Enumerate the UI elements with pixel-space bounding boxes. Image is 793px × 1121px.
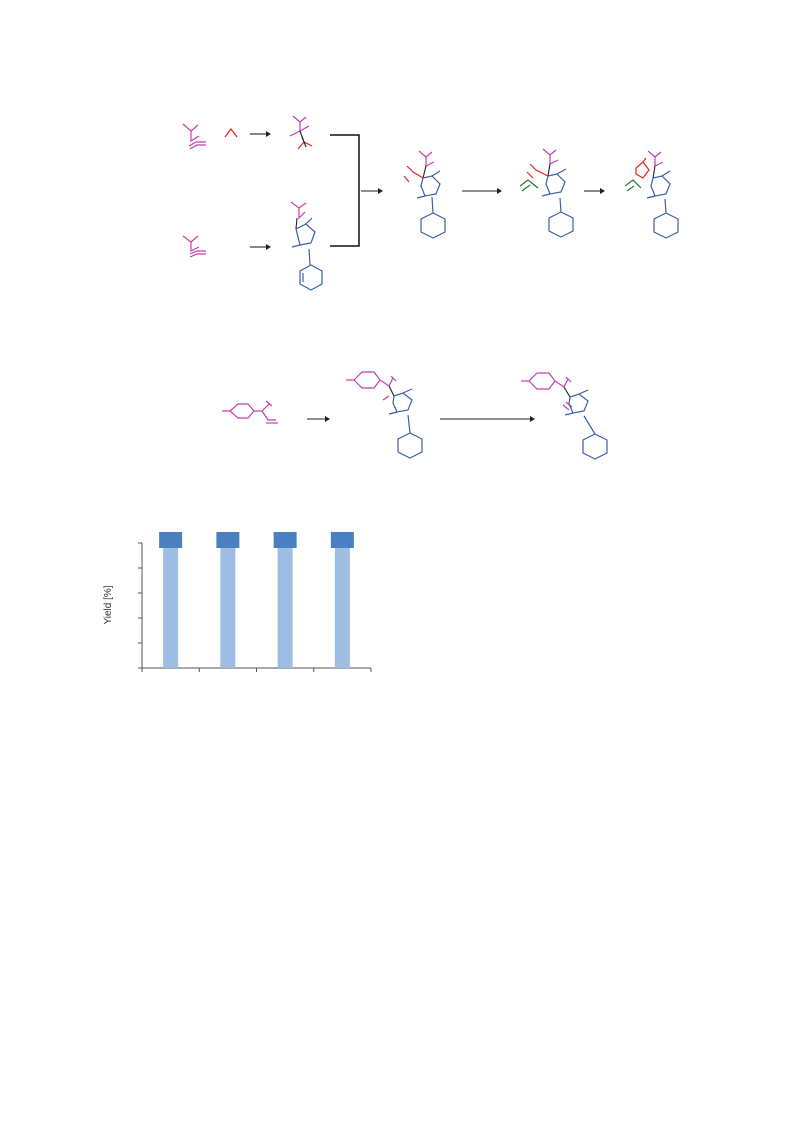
bar-cap xyxy=(159,532,183,548)
starting-material-1 xyxy=(182,123,206,150)
arrow-2 xyxy=(250,244,271,250)
product-3 xyxy=(624,150,679,239)
aryl-product-1 xyxy=(346,371,423,459)
convergence-bracket xyxy=(330,134,383,247)
bar xyxy=(163,543,179,668)
arrow-6 xyxy=(440,416,535,422)
bar-cap xyxy=(216,532,240,548)
arrow-1 xyxy=(250,131,271,137)
y-axis-label: Yield [%] xyxy=(103,585,114,624)
bar-cap xyxy=(330,532,354,548)
x-ticks xyxy=(141,668,372,672)
intermediate-2 xyxy=(290,201,323,291)
arrow-5 xyxy=(307,416,330,422)
starting-material-2 xyxy=(182,235,206,258)
bar-cap xyxy=(273,532,297,548)
bars xyxy=(159,532,354,668)
bar xyxy=(277,543,293,668)
aryl-product-2 xyxy=(521,372,608,460)
y-ticks xyxy=(138,542,142,669)
product-1 xyxy=(403,150,446,239)
arrow-3 xyxy=(462,188,502,194)
reagent-red xyxy=(224,128,238,138)
aryl-ketone-start xyxy=(222,400,278,424)
intermediate-1 xyxy=(289,115,313,150)
product-2 xyxy=(519,148,574,238)
bar xyxy=(220,543,236,668)
arrow-4 xyxy=(584,188,605,194)
bar xyxy=(334,548,350,668)
